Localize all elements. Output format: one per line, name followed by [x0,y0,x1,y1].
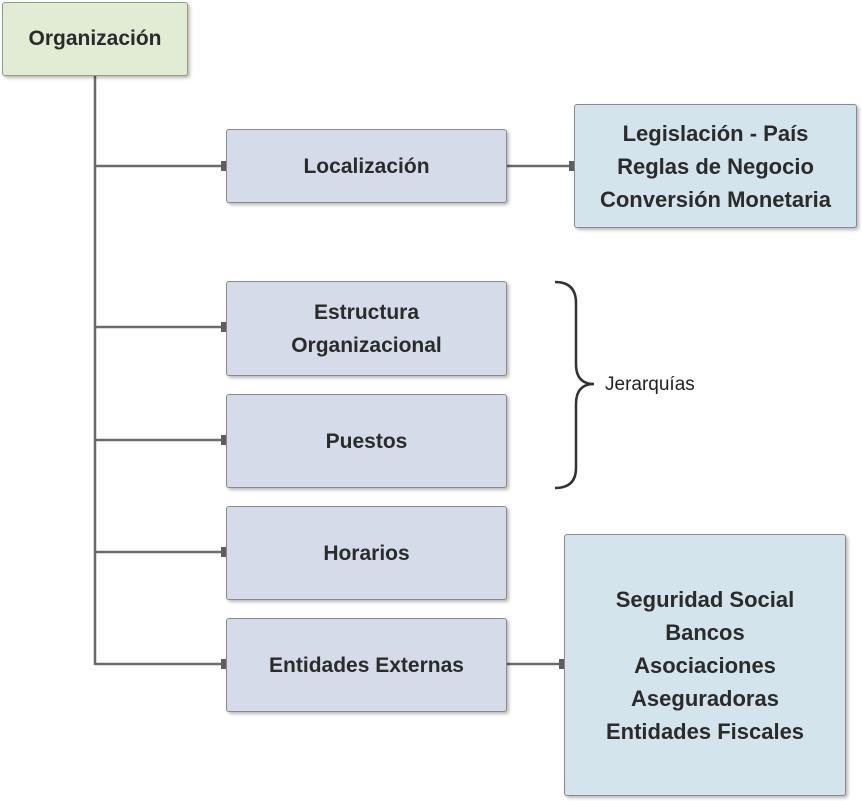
detail-line: Asociaciones [634,652,776,678]
detail-line: Legislación - País [622,120,809,146]
node-label: Estructura [313,300,420,324]
detail-line: Aseguradoras [631,685,779,711]
node-entidades-externas: Entidades Externas [226,618,507,712]
node-label: Horarios [323,541,410,565]
node-label: Entidades Externas [269,653,464,677]
brace-label-jerarquias: Jerarquías [605,374,695,395]
detail-line: Reglas de Negocio [617,153,814,179]
node-localizacion: Localización [226,129,507,203]
root-node-organizacion: Organización [2,2,188,76]
detail-line: Seguridad Social [615,586,795,612]
node-label: Puestos [325,429,408,453]
detail-localizacion: Legislación - País Reglas de Negocio Con… [574,104,857,228]
detail-line: Conversión Monetaria [599,186,832,212]
hierarchy-brace [554,280,595,490]
detail-entidades-externas: Seguridad Social Bancos Asociaciones Ase… [564,534,846,796]
node-label: Localización [303,154,430,178]
node-estructura-organizacional: Estructura Organizacional [226,281,507,376]
node-puestos: Puestos [226,394,507,488]
detail-line: Bancos [665,619,745,645]
node-label: Organizacional [291,333,442,357]
detail-line: Entidades Fiscales [605,718,805,744]
node-horarios: Horarios [226,506,507,600]
root-node-label: Organización [28,27,162,50]
